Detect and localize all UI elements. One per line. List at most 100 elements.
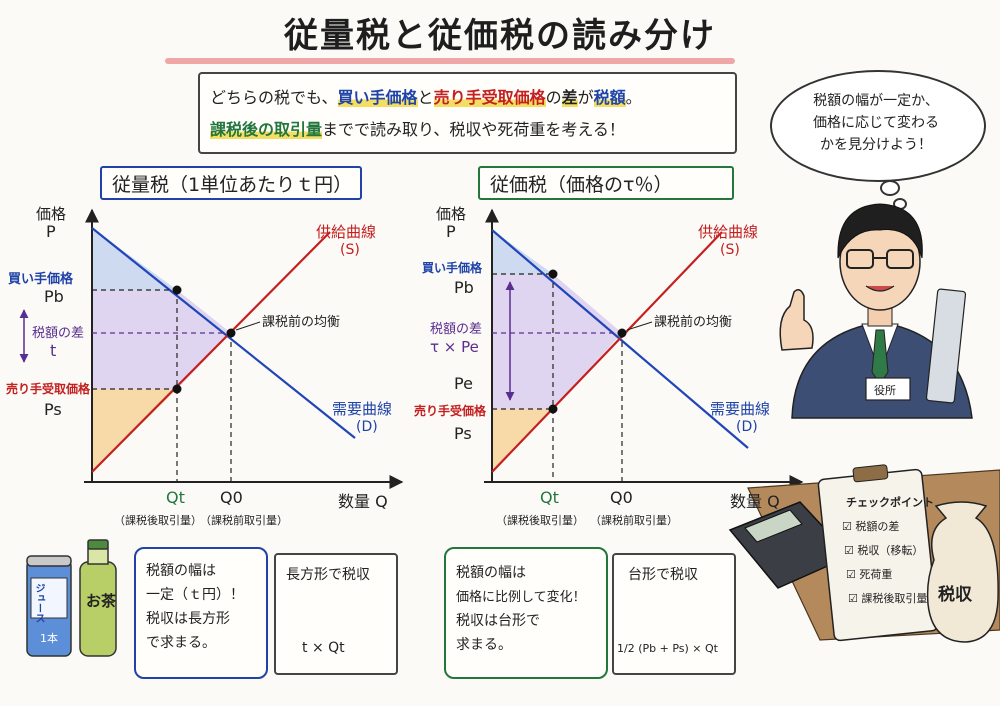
note-line-3: 税収は長方形 xyxy=(146,611,230,627)
checklist-text: 死荷重 xyxy=(859,568,893,581)
tax-diff-symbol: t xyxy=(50,341,57,360)
tax-revenue-rectangle xyxy=(92,290,177,389)
x-axis-label: 数量 Q xyxy=(730,492,780,511)
q0-symbol: Q0 xyxy=(220,488,243,507)
equilibrium-price-symbol: Pe xyxy=(454,374,473,393)
note-line-4: で求まる。 xyxy=(146,635,216,651)
bubble-line-2: 価格に応じて変わる xyxy=(813,115,939,131)
intro-text: が xyxy=(577,88,594,107)
tax-official-illustration xyxy=(779,203,973,419)
ad-valorem-note xyxy=(444,547,608,679)
intro-text: と xyxy=(417,88,434,107)
ad-valorem-diagram xyxy=(484,208,804,489)
qt-symbol: Qt xyxy=(540,488,559,507)
tea-bottle-label: お茶 xyxy=(86,592,117,610)
y-axis-label: 価格 xyxy=(436,205,467,223)
seller-price-symbol: Ps xyxy=(454,424,472,443)
tax-diff-label: 税額の差 xyxy=(430,322,483,337)
y-axis-symbol: P xyxy=(46,222,56,241)
juice-can-label: ジュース xyxy=(33,583,44,623)
unit-tax-formula-box xyxy=(274,553,398,675)
y-axis-label: 価格 xyxy=(36,205,67,223)
eq-leader-line xyxy=(626,321,653,331)
tax-amount-term: 税額 xyxy=(593,88,626,107)
y-axis-symbol: P xyxy=(446,222,456,241)
note-line-1: 税額の幅は xyxy=(456,565,526,581)
eq-leader-line xyxy=(235,321,261,331)
note-line-3: 税収は台形で xyxy=(456,613,540,629)
buyer-price-label: 買い手価格 xyxy=(8,272,74,287)
formula-title: 長方形で税収 xyxy=(286,567,370,583)
checklist-item: ☑ 死荷重 xyxy=(846,568,893,581)
seller-price-label: 売り手受取価格 xyxy=(6,382,91,396)
deadweight-loss-triangle xyxy=(177,290,231,389)
q0-caption: （課税前取引量） xyxy=(200,514,288,527)
demand-curve-symbol: (D) xyxy=(356,419,378,435)
checklist-text: 課税後取引量 xyxy=(861,592,928,605)
juice-can-label-panel xyxy=(30,577,68,619)
drinks-illustration xyxy=(26,539,117,657)
bubble-tail-dot xyxy=(880,180,900,196)
qt-caption: （課税後取引量） xyxy=(496,514,584,527)
supply-curve-label: 供給曲線 xyxy=(698,223,759,241)
buyer-price-symbol: Pb xyxy=(44,287,64,306)
page-title: 従量税と従価税の読み分け xyxy=(284,16,716,56)
checklist-text: 税収（移転） xyxy=(857,544,924,557)
tax-revenue-formula: t × Qt xyxy=(302,640,345,656)
intro-text: どちらの税でも、 xyxy=(210,88,338,107)
bubble-line-3: かを見分けよう！ xyxy=(820,137,932,153)
raised-hand xyxy=(779,289,814,351)
juice-can-top xyxy=(26,555,72,567)
unit-tax-section-title: 従量税（1単位あたりｔ円） xyxy=(100,166,362,200)
equilibrium-label: 課税前の均衡 xyxy=(262,315,341,330)
unit-tax-note xyxy=(134,547,268,679)
checklist-text: 税額の差 xyxy=(855,520,900,533)
deadweight-loss-triangle xyxy=(553,274,622,409)
smile xyxy=(865,285,895,292)
x-axis-label: 数量 Q xyxy=(338,492,388,511)
calculator-display xyxy=(744,509,803,543)
supply-curve-symbol: (S) xyxy=(340,242,360,258)
tax-revenue-trapezoid xyxy=(492,274,553,409)
checklist-item: ☑ 税収（移転） xyxy=(844,544,924,557)
buyer-price-label: 買い手価格 xyxy=(422,261,483,275)
q0-caption: （課税前取引量） xyxy=(590,514,678,527)
supply-curve-label: 供給曲線 xyxy=(316,223,377,241)
demand-curve-label: 需要曲線 xyxy=(332,400,393,418)
qt-symbol: Qt xyxy=(166,488,185,507)
seller-price-point xyxy=(548,404,558,414)
seller-price-label: 売り手受価格 xyxy=(414,404,487,418)
demand-curve-symbol: (D) xyxy=(736,419,758,435)
seller-price-symbol: Ps xyxy=(44,400,62,419)
buyer-price-term: 買い手価格 xyxy=(337,88,418,107)
demand-curve-label: 需要曲線 xyxy=(710,400,771,418)
consumer-surplus-area xyxy=(492,230,553,274)
checklist-item: ☑ 税額の差 xyxy=(842,520,900,533)
bottle-neck xyxy=(87,547,109,565)
post-tax-quantity-term: 課税後の取引量 xyxy=(210,120,323,139)
tax-diff-symbol: τ × Pe xyxy=(430,338,479,356)
ad-valorem-formula-box xyxy=(612,553,736,675)
qt-caption: （課税後取引量） xyxy=(114,514,202,527)
consumer-surplus-area xyxy=(92,228,177,290)
buyer-price-point xyxy=(548,269,558,279)
thought-bubble xyxy=(770,70,986,182)
equilibrium-point xyxy=(617,328,627,338)
clipboard-clip xyxy=(852,464,889,483)
supply-curve xyxy=(91,231,331,473)
equilibrium-label: 課税前の均衡 xyxy=(654,315,733,330)
note-line-2: 価格に比例して変化！ xyxy=(456,590,586,605)
bubble-line-1: 税額の幅が一定か、 xyxy=(813,93,939,109)
intro-text: の xyxy=(545,88,562,107)
ad-valorem-heading: 従価税（価格のτ％） xyxy=(490,174,673,196)
intro-text: までで読み取り、税収や死荷重を考える！ xyxy=(322,120,625,139)
intro-box xyxy=(198,72,737,154)
ruler xyxy=(925,288,967,404)
tax-diff-label: 税額の差 xyxy=(32,326,85,341)
juice-can-count: 1本 xyxy=(40,632,58,645)
buyer-price-point xyxy=(172,285,182,295)
difference-term: 差 xyxy=(561,88,578,107)
glasses-icon xyxy=(846,249,914,269)
q0-symbol: Q0 xyxy=(610,488,633,507)
